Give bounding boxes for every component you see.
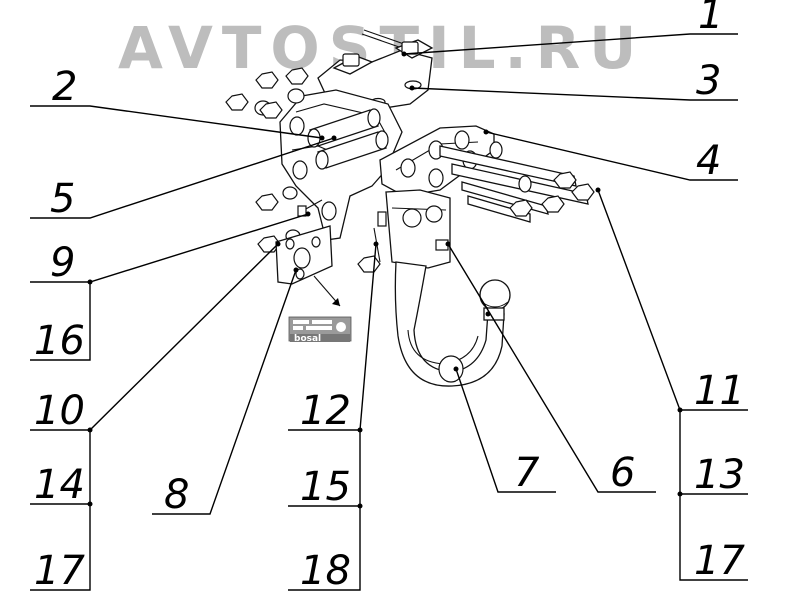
callout-14: 14 bbox=[34, 462, 85, 508]
leader-lines bbox=[30, 33, 748, 591]
parts-drawing: bosal bbox=[225, 29, 601, 387]
bosal-label-plate: bosal bbox=[288, 316, 352, 344]
callout-7: 7 bbox=[514, 450, 540, 496]
callout-9: 9 bbox=[50, 240, 75, 286]
callout-16: 16 bbox=[34, 318, 85, 364]
callout-2: 2 bbox=[52, 64, 77, 110]
callout-1: 1 bbox=[698, 0, 723, 38]
callout-8: 8 bbox=[164, 472, 189, 518]
callout-11: 11 bbox=[694, 368, 745, 414]
callout-3: 3 bbox=[696, 58, 721, 104]
callout-18: 18 bbox=[300, 548, 351, 594]
callout-13: 13 bbox=[694, 452, 745, 498]
callout-5: 5 bbox=[50, 176, 75, 222]
callout-6: 6 bbox=[610, 450, 635, 496]
callout-labels: 1 2 3 4 5 9 16 10 14 17 8 12 15 18 7 6 1… bbox=[34, 0, 745, 594]
callout-17-left: 17 bbox=[34, 548, 85, 594]
callout-10: 10 bbox=[34, 388, 85, 434]
callout-17-right: 17 bbox=[694, 538, 745, 584]
callout-15: 15 bbox=[300, 464, 351, 510]
callout-4: 4 bbox=[696, 138, 721, 184]
callout-12: 12 bbox=[300, 388, 351, 434]
bosal-brand-text: bosal bbox=[294, 334, 321, 344]
